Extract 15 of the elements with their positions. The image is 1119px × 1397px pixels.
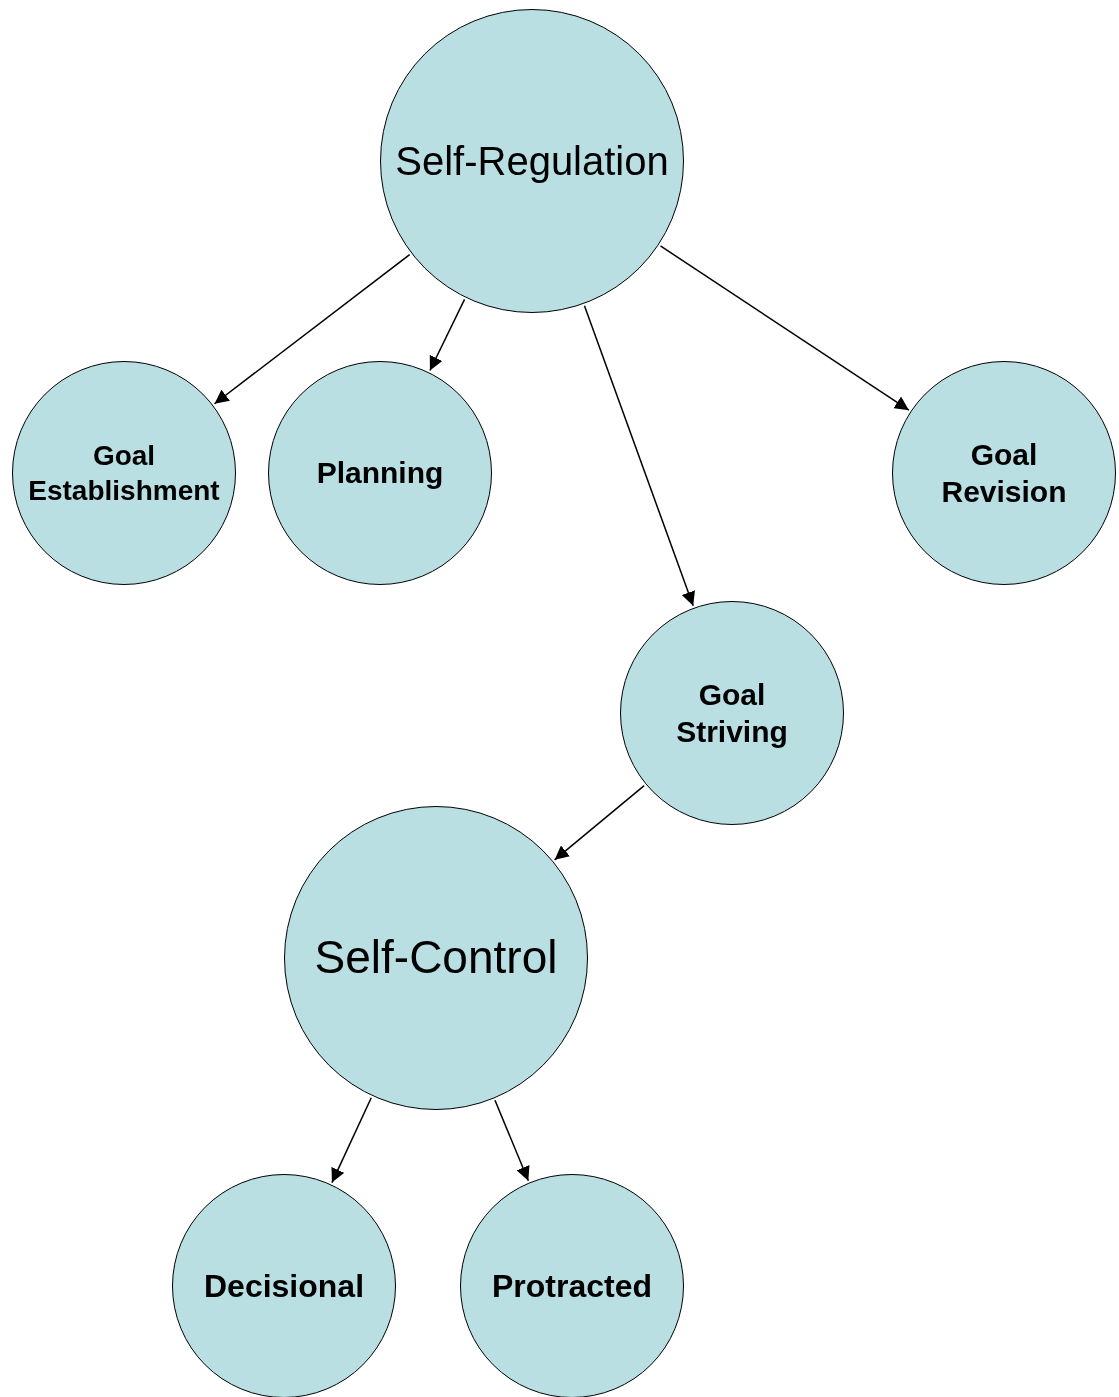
- node-label: Self-Regulation: [395, 138, 669, 185]
- arrow: [429, 298, 466, 372]
- arrow: [494, 1099, 530, 1182]
- arrow: [583, 305, 695, 607]
- node-label: Self-Control: [314, 930, 558, 986]
- node-label: Goal Establishment: [27, 439, 221, 508]
- node-label: Decisional: [203, 1267, 365, 1306]
- node-label: Goal Striving: [675, 676, 789, 750]
- arrow: [553, 784, 645, 861]
- arrow: [331, 1097, 372, 1184]
- node-label: Goal Revision: [940, 436, 1068, 510]
- arrow: [659, 245, 910, 411]
- node-label: Planning: [316, 455, 444, 492]
- node-label: Protracted: [491, 1267, 652, 1306]
- arrow: [213, 253, 411, 405]
